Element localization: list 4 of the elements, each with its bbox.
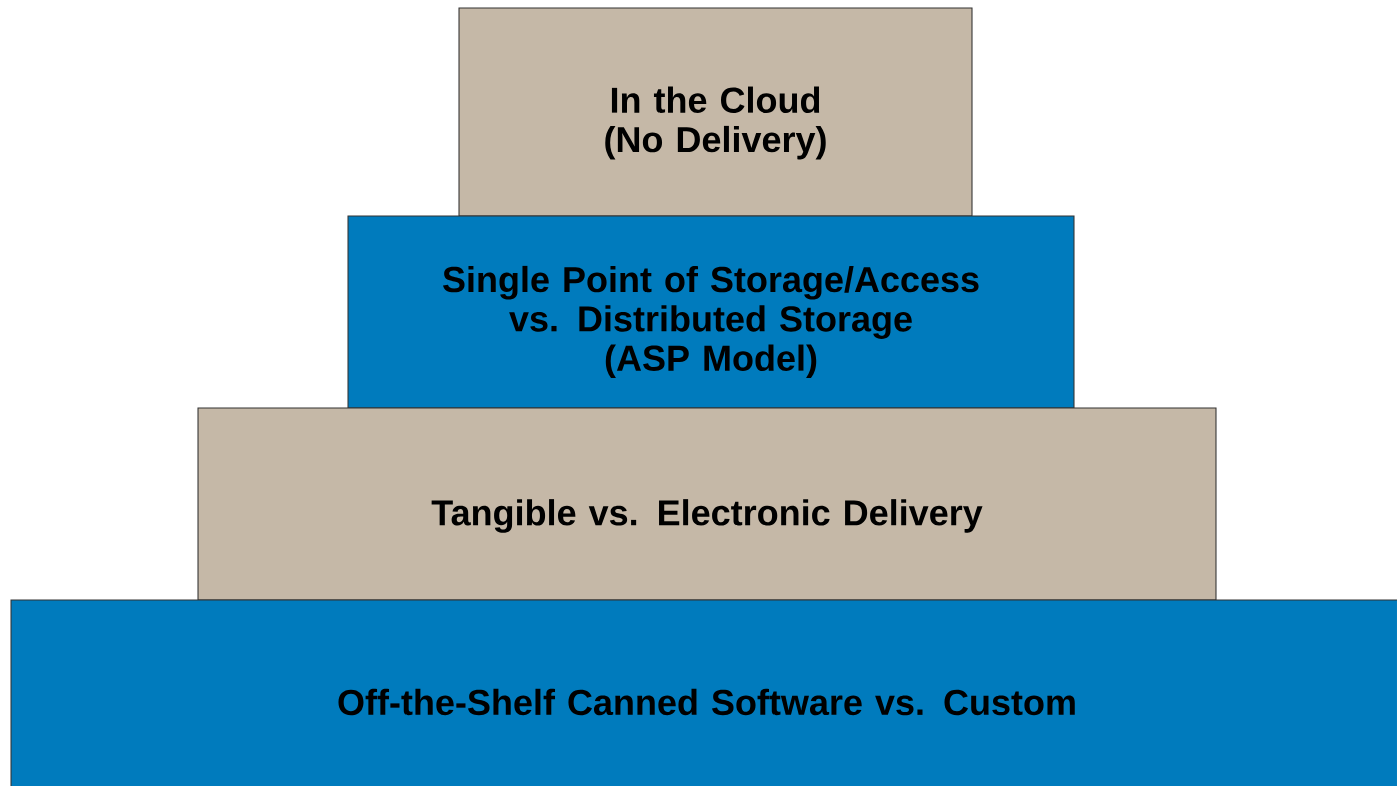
tier-box: Tangible vs. Electronic Delivery (197, 407, 1217, 601)
tier-box: Off-the-Shelf Canned Software vs. Custom (10, 599, 1397, 786)
tier-box: Single Point of Storage/Access vs. Distributed Storage (ASP Model) (347, 215, 1075, 409)
tier-box: In the Cloud (No Delivery) (458, 7, 973, 217)
